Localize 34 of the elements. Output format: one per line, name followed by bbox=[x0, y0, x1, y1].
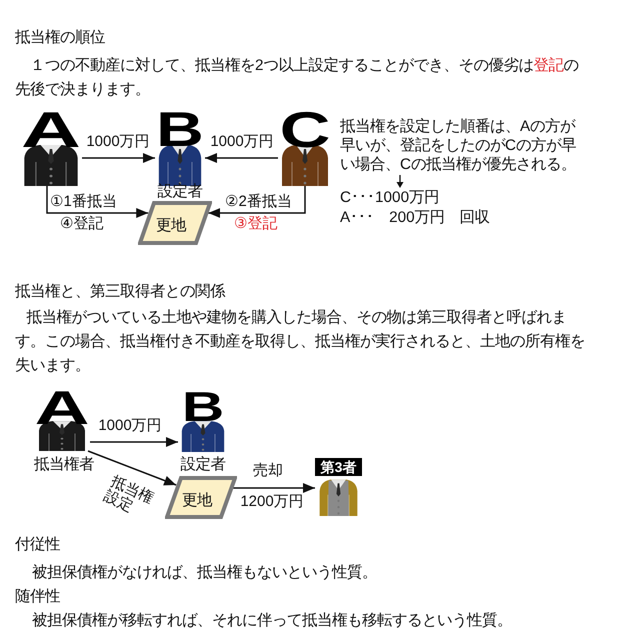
note-text: 抵当権を設定した順番は、Aの方が早いが、登記をしたのがCの方が早い場合、Cの抵当権が優先される。 bbox=[340, 117, 578, 174]
paragraph: 抵当権がついている土地や建物を購入した場合、その物は第三取得者と呼ばれます。この場合、抵当権付き不動産を取得し、抵当権が実行されると、土地の所有権を失います。 bbox=[15, 308, 586, 376]
arrow bbox=[88, 450, 176, 486]
arrow bbox=[205, 153, 278, 163]
letter-label: A bbox=[34, 384, 89, 432]
letter-label: A bbox=[21, 105, 81, 156]
parallelogram-box: 更地 bbox=[165, 476, 237, 519]
edge-label: ②2番抵当 bbox=[225, 194, 292, 210]
result-line: C･･･1000万円 bbox=[340, 189, 440, 207]
letter-label: C bbox=[280, 105, 330, 156]
role-label: 設定者 bbox=[156, 184, 204, 200]
annotation: 1200万円 bbox=[239, 494, 305, 510]
arrow bbox=[90, 437, 178, 447]
heading: 随伴性 bbox=[15, 587, 60, 607]
result-line: A･･･ 200万円 回収 bbox=[340, 209, 490, 227]
annotation: ④登記 bbox=[60, 216, 104, 232]
letter-label: B bbox=[156, 106, 204, 154]
paragraph: 被担保債権がなければ、抵当権もないという性質。 bbox=[32, 563, 377, 583]
heading: 付従性 bbox=[15, 535, 60, 555]
edge-label: ①1番抵当 bbox=[50, 194, 117, 210]
heading: 抵当権と、第三取得者との関係 bbox=[15, 282, 225, 302]
parallelogram-box: 更地 bbox=[138, 201, 212, 245]
heading: 抵当権の順位 bbox=[15, 28, 105, 48]
arrow bbox=[208, 186, 306, 218]
name-tag: 第3者 bbox=[315, 458, 362, 476]
arrow bbox=[233, 483, 315, 493]
paragraph: １つの不動産に対して、抵当権を2つ以上設定することができ、その優劣は登記の先後で決まります。 bbox=[15, 56, 580, 100]
arrow bbox=[82, 153, 155, 163]
annotation: ③登記 bbox=[234, 216, 278, 232]
arrow bbox=[46, 186, 148, 218]
role-label: 設定者 bbox=[180, 457, 226, 473]
letter-label: B bbox=[182, 386, 224, 428]
role-label: 抵当権者 bbox=[33, 457, 95, 473]
paragraph: 被担保債権が移転すれば、それに伴って抵当権も移転するという性質。 bbox=[32, 611, 512, 631]
